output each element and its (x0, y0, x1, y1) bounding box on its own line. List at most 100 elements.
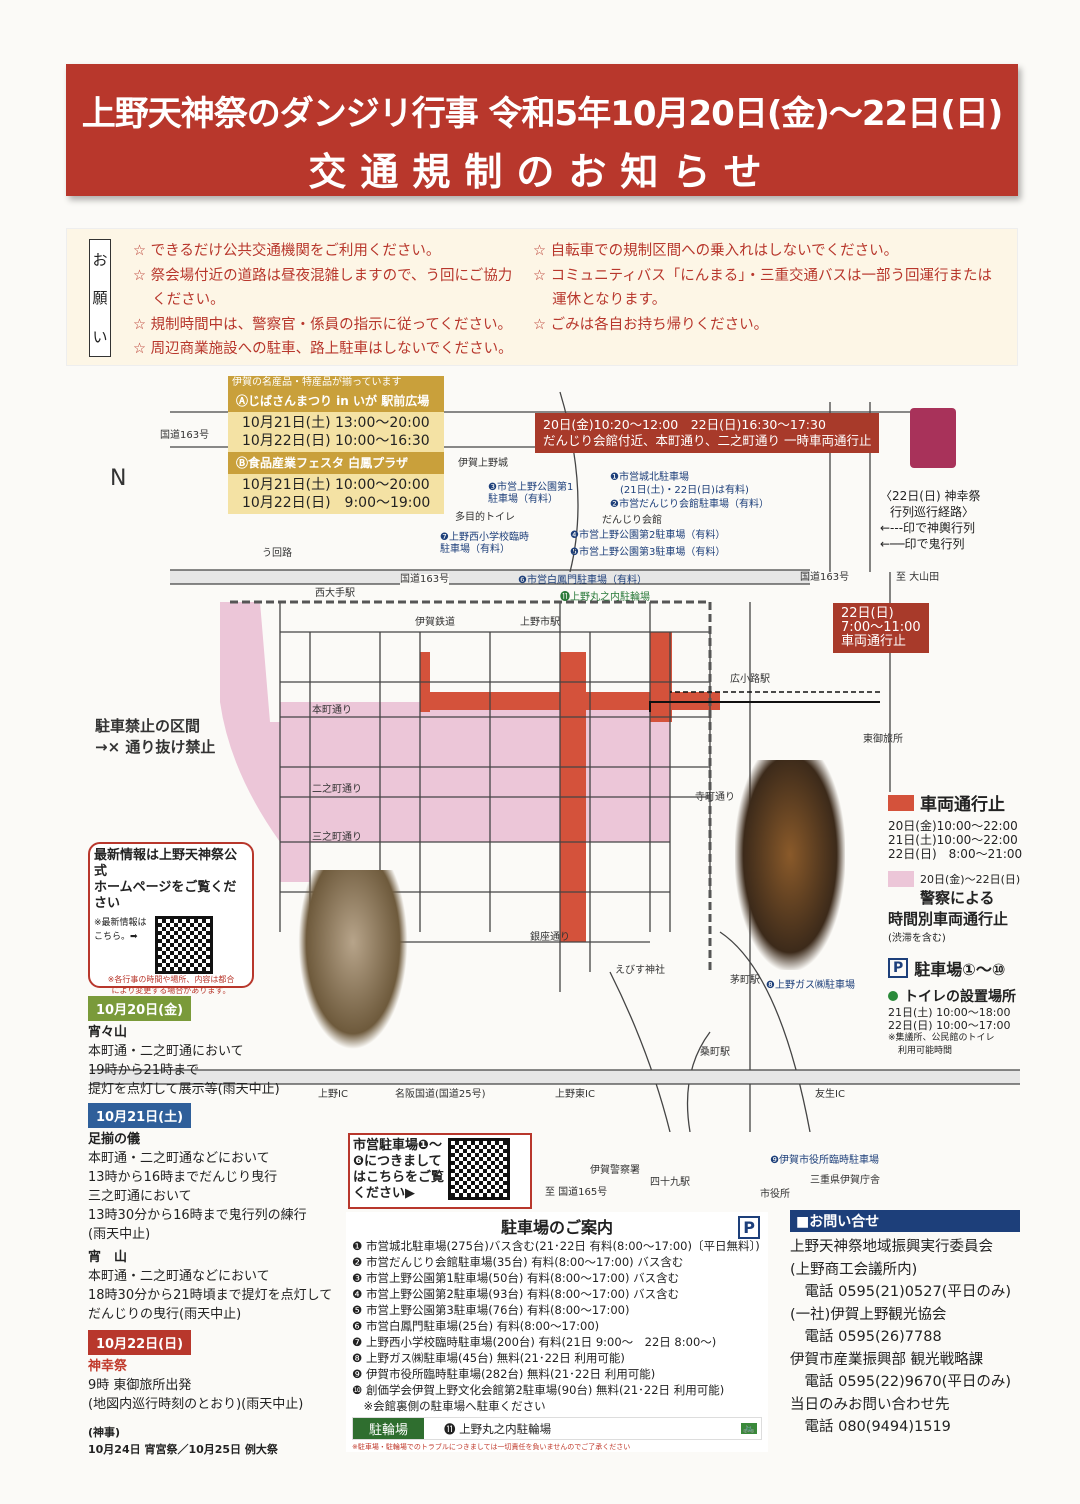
closed-swatch (888, 794, 914, 811)
parking-item: ❻ 市営白鳳門駐車場(25台) 有料(8:00〜17:00) (352, 1319, 600, 1333)
title-banner: 上野天神祭のダンジリ行事 令和5年10月20日(金)〜22日(日) 交通規制のお… (66, 64, 1018, 196)
contact-box: ■お問い合せ 上野天神祭地域振興実行委員会(上野商工会議所内) 電話 0595(… (790, 1210, 1020, 1439)
disclaimer: ※駐車場・駐輪場でのトラブルにつきましては一切責任を負いませんのでご了承ください (352, 1443, 631, 1451)
police-label: 時間別車両通行止 (888, 910, 1009, 928)
map-label: 国道163号 (160, 430, 210, 441)
map-label: 上野東IC (555, 1089, 595, 1100)
time: 10月21日(土) 13:00〜20:00 (242, 415, 430, 431)
map-label: う回路 (262, 548, 292, 560)
request-item: ☆ 自転車での規制区間への乗入れはしないでください。 (533, 243, 899, 259)
event-name: 足揃の儀 (88, 1132, 141, 1147)
map-label: 銀座通り (530, 932, 570, 943)
event-text: 提灯を点灯して展示等(雨天中止) (88, 1082, 280, 1097)
request-left: ☆ できるだけ公共交通機関をご利用ください。 ☆ 祭会場付近の道路は昼夜混雑しま… (133, 239, 513, 362)
map-label: 三重県伊賀庁舎 (810, 1175, 880, 1186)
notice-line: 車両通行止 (841, 634, 907, 649)
map-parking-label: ❹市営上野公園第2駐車場（有料） (570, 530, 726, 541)
event-name: 宵 山 (88, 1250, 128, 1265)
contact-line: 上野天神祭地域振興実行委員会 (790, 1239, 993, 1255)
event-text: 本町通・二之町通などにおいて (88, 1269, 270, 1284)
event-text: だんじりの曳行(雨天中止) (88, 1307, 242, 1322)
map-parking-label: ❸市営上野公園第1駐車場（有料） (488, 482, 574, 505)
time: 10月22日(日) 9:00〜19:00 (242, 495, 431, 511)
map-label: 桑町駅 (700, 1047, 730, 1058)
parking-item: ❷ 市営だんじり会館駐車場(35台) 有料(8:00〜17:00) バス含む (352, 1255, 684, 1269)
procession-title: 〈22日(日) 神幸祭 (880, 489, 981, 503)
request-right: ☆ 自転車での規制区間への乗入れはしないでください。 ☆ コミュニティバス「にん… (533, 239, 992, 337)
contact-line: 電話 0595(22)9670(平日のみ) (790, 1374, 1011, 1390)
qr-code-homepage[interactable] (154, 916, 213, 974)
parking-label: 駐車場①〜⑩ (914, 960, 1006, 979)
subtitle: 交通規制のお知らせ (308, 150, 776, 194)
map-label: 友生IC (815, 1089, 845, 1100)
bike-parking-item: ⓫ 上野丸之内駐輪場 (444, 1421, 552, 1436)
police-swatch (888, 871, 914, 887)
shinji-label: (神事) (88, 1426, 121, 1439)
map-label: 上野市駅 (520, 617, 560, 628)
north-arrow: N (110, 466, 127, 491)
closed-label: 車両通行止 (920, 795, 1005, 815)
map-parking-label: (21日(土)・22日(日)は有料) (620, 485, 749, 496)
map-label: 伊賀警察署 (590, 1165, 640, 1176)
label-char: い (92, 328, 108, 347)
qr-text: 市営駐車場❶〜 (353, 1138, 443, 1153)
contact-title: ■お問い合せ (790, 1210, 1020, 1232)
parking-item: ※会館裏側の駐車場へ駐車ください (352, 1399, 546, 1413)
events-banner: 伊賀の名産品・特産品が揃っています (228, 376, 445, 390)
mikoshi-illustration-icon (910, 408, 956, 468)
contact-line: 電話 0595(26)7788 (790, 1329, 942, 1345)
map-label: 二之町通り (312, 784, 362, 795)
event-text: 13時から16時までだんじり曳行 (88, 1170, 278, 1185)
notice-line: だんじり会館付近、本町通り、二之町通り 一時車両通行止 (543, 433, 872, 448)
dates: 20日(金)〜22日(日) (920, 873, 1021, 886)
qr-code-parking[interactable] (448, 1138, 511, 1200)
parking-title: 駐車場のご案内 (500, 1218, 613, 1237)
homepage-box: 最新情報は上野天神祭公式 ホームページをご覧ください ※最新情報はこちら。➡ ※… (88, 842, 254, 995)
map-label: 市役所 (760, 1189, 790, 1200)
notice-line: 7:00〜11:00 (841, 620, 921, 635)
map-label: 伊賀鉄道 (415, 617, 455, 628)
toilet-dot-icon (888, 991, 898, 1001)
shinji-text: 10月24日 宵宮祭／10月25日 例大祭 (88, 1443, 278, 1456)
day-badge: 10月20日(金) (88, 996, 192, 1021)
request-item: 運休となります。 (533, 292, 667, 308)
map-parking-label: ❾伊賀市役所臨時駐車場 (770, 1155, 879, 1166)
map-parking-label: ❻市営白鳳門駐車場（有料） (518, 575, 647, 586)
request-item: ☆ できるだけ公共交通機関をご利用ください。 (133, 243, 441, 259)
request-item: ください。 (133, 292, 225, 308)
event-text: 19時から21時まで (88, 1063, 200, 1078)
map-label: 広小路駅 (730, 674, 770, 685)
event-text: 9時 東御旅所出発 (88, 1378, 192, 1393)
parking-icon: P (888, 958, 909, 978)
map-parking-label: ❽上野ガス㈱駐車場 (766, 980, 855, 991)
map-label: 伊賀上野城 (458, 458, 508, 469)
label-char: 願 (92, 289, 108, 308)
police-label: 警察による (920, 889, 995, 907)
label-char: お (92, 250, 108, 269)
map-label: 東御旅所 (863, 734, 903, 745)
parking-item: ❶ 市営城北駐車場(275台)バス含む(21･22日 有料(8:00〜17:00… (352, 1239, 760, 1253)
map-label: 茅町駅 (730, 975, 760, 986)
request-label: お 願 い (89, 239, 111, 357)
parking-item: ❸ 市営上野公園第1駐車場(50台) 有料(8:00〜17:00) バス含む (352, 1271, 680, 1285)
map-label: えびす神社 (615, 965, 665, 976)
title: 上野天神祭のダンジリ行事 令和5年10月20日(金)〜22日(日) (81, 94, 1004, 134)
parking-item: ❹ 市営上野公園第2駐車場(93台) 有料(8:00〜17:00) バス含む (352, 1287, 680, 1301)
event-text: 本町通・二之町通において (88, 1044, 244, 1059)
parking-list: ❶ 市営城北駐車場(275台)バス含む(21･22日 有料(8:00〜17:00… (352, 1238, 762, 1414)
time: 21日(土) 10:00〜18:00 (888, 1006, 1011, 1019)
request-item: ☆ 周辺商業施設への駐車、路上駐車はしないでください。 (133, 341, 513, 357)
event-b-title: Ⓑ食品産業フェスタ 白鳳プラザ (228, 452, 445, 474)
map-label: 西大手駅 (315, 588, 355, 600)
event-text: 三之町通において (88, 1189, 192, 1204)
procession-title: 行列巡行経路〉 (890, 505, 975, 519)
map-parking-label: ❼上野西小学校臨時駐車場（有料） (440, 532, 529, 555)
time: 10月22日(日) 10:00〜16:30 (242, 433, 430, 449)
parking-item: ❿ 創価学会伊賀上野文化会館第2駐車場(90台) 無料(21･22日 利用可能) (352, 1383, 725, 1397)
contact-line: 電話 0595(21)0527(平日のみ) (790, 1284, 1011, 1300)
notice-line: 22日(日) (841, 606, 894, 621)
events-box: 伊賀の名産品・特産品が揃っています Ⓐじばさんまつり in いが 駅前広場 10… (228, 376, 445, 514)
note: 利用可能時間 (898, 1046, 953, 1056)
qr-text: はこちらをご覧 (353, 1170, 445, 1185)
